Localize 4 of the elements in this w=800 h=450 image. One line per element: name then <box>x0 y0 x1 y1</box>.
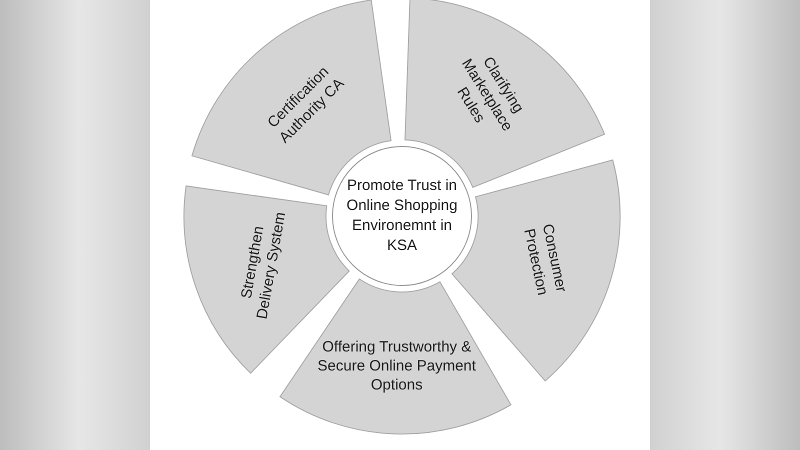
segment-label: Consumer Protection <box>520 221 572 299</box>
segment-label: Strengthen Delivery System <box>236 210 290 322</box>
center-label: Promote Trust in Online Shopping Environemnt in KSA <box>346 176 458 256</box>
segment-label: Offering Trustworthy & Secure Online Payment Options <box>316 337 477 394</box>
